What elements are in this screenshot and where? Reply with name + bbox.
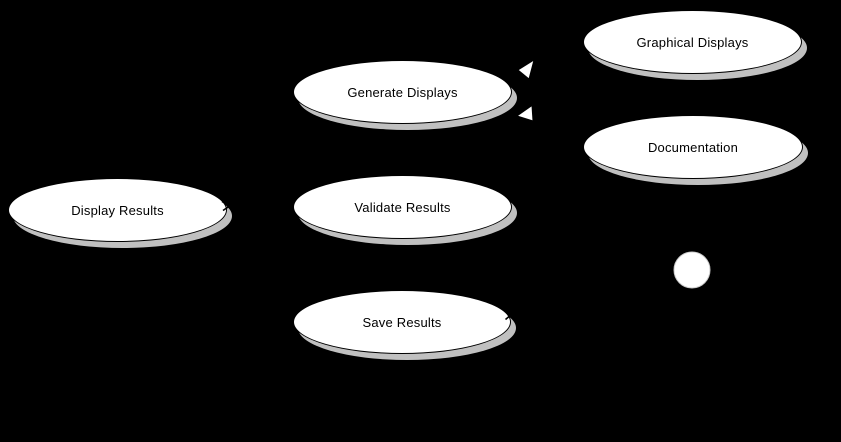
usecase-validate-results[interactable]: Validate Results (293, 175, 517, 245)
usecase-ellipse: Display Results (8, 178, 227, 242)
usecase-label: Save Results (362, 314, 442, 330)
usecase-graphical-displays[interactable]: Graphical Displays (583, 10, 807, 80)
usecase-label: Display Results (71, 202, 164, 218)
association-arrowhead-icon (503, 308, 513, 321)
usecase-label: Graphical Displays (636, 34, 749, 50)
usecase-save-results[interactable]: Save Results (293, 290, 516, 360)
usecase-ellipse: Documentation (583, 115, 803, 179)
usecase-ellipse: Validate Results (293, 175, 512, 239)
usecase-ellipse: Generate Displays (293, 60, 512, 124)
generalization-arrowhead-icon (517, 58, 535, 80)
usecase-label: Validate Results (354, 199, 451, 215)
usecase-label: Generate Displays (347, 84, 458, 100)
usecase-display-results[interactable]: Display Results (8, 178, 232, 248)
usecase-ellipse: Save Results (293, 290, 511, 354)
association-arrowhead-icon (221, 200, 231, 212)
actor-head-icon[interactable] (673, 251, 711, 289)
usecase-label: Documentation (647, 139, 739, 155)
usecase-ellipse: Graphical Displays (583, 10, 802, 74)
usecase-generate-displays[interactable]: Generate Displays (293, 60, 517, 130)
generalization-arrowhead-icon (515, 104, 534, 122)
usecase-documentation[interactable]: Documentation (583, 115, 808, 185)
